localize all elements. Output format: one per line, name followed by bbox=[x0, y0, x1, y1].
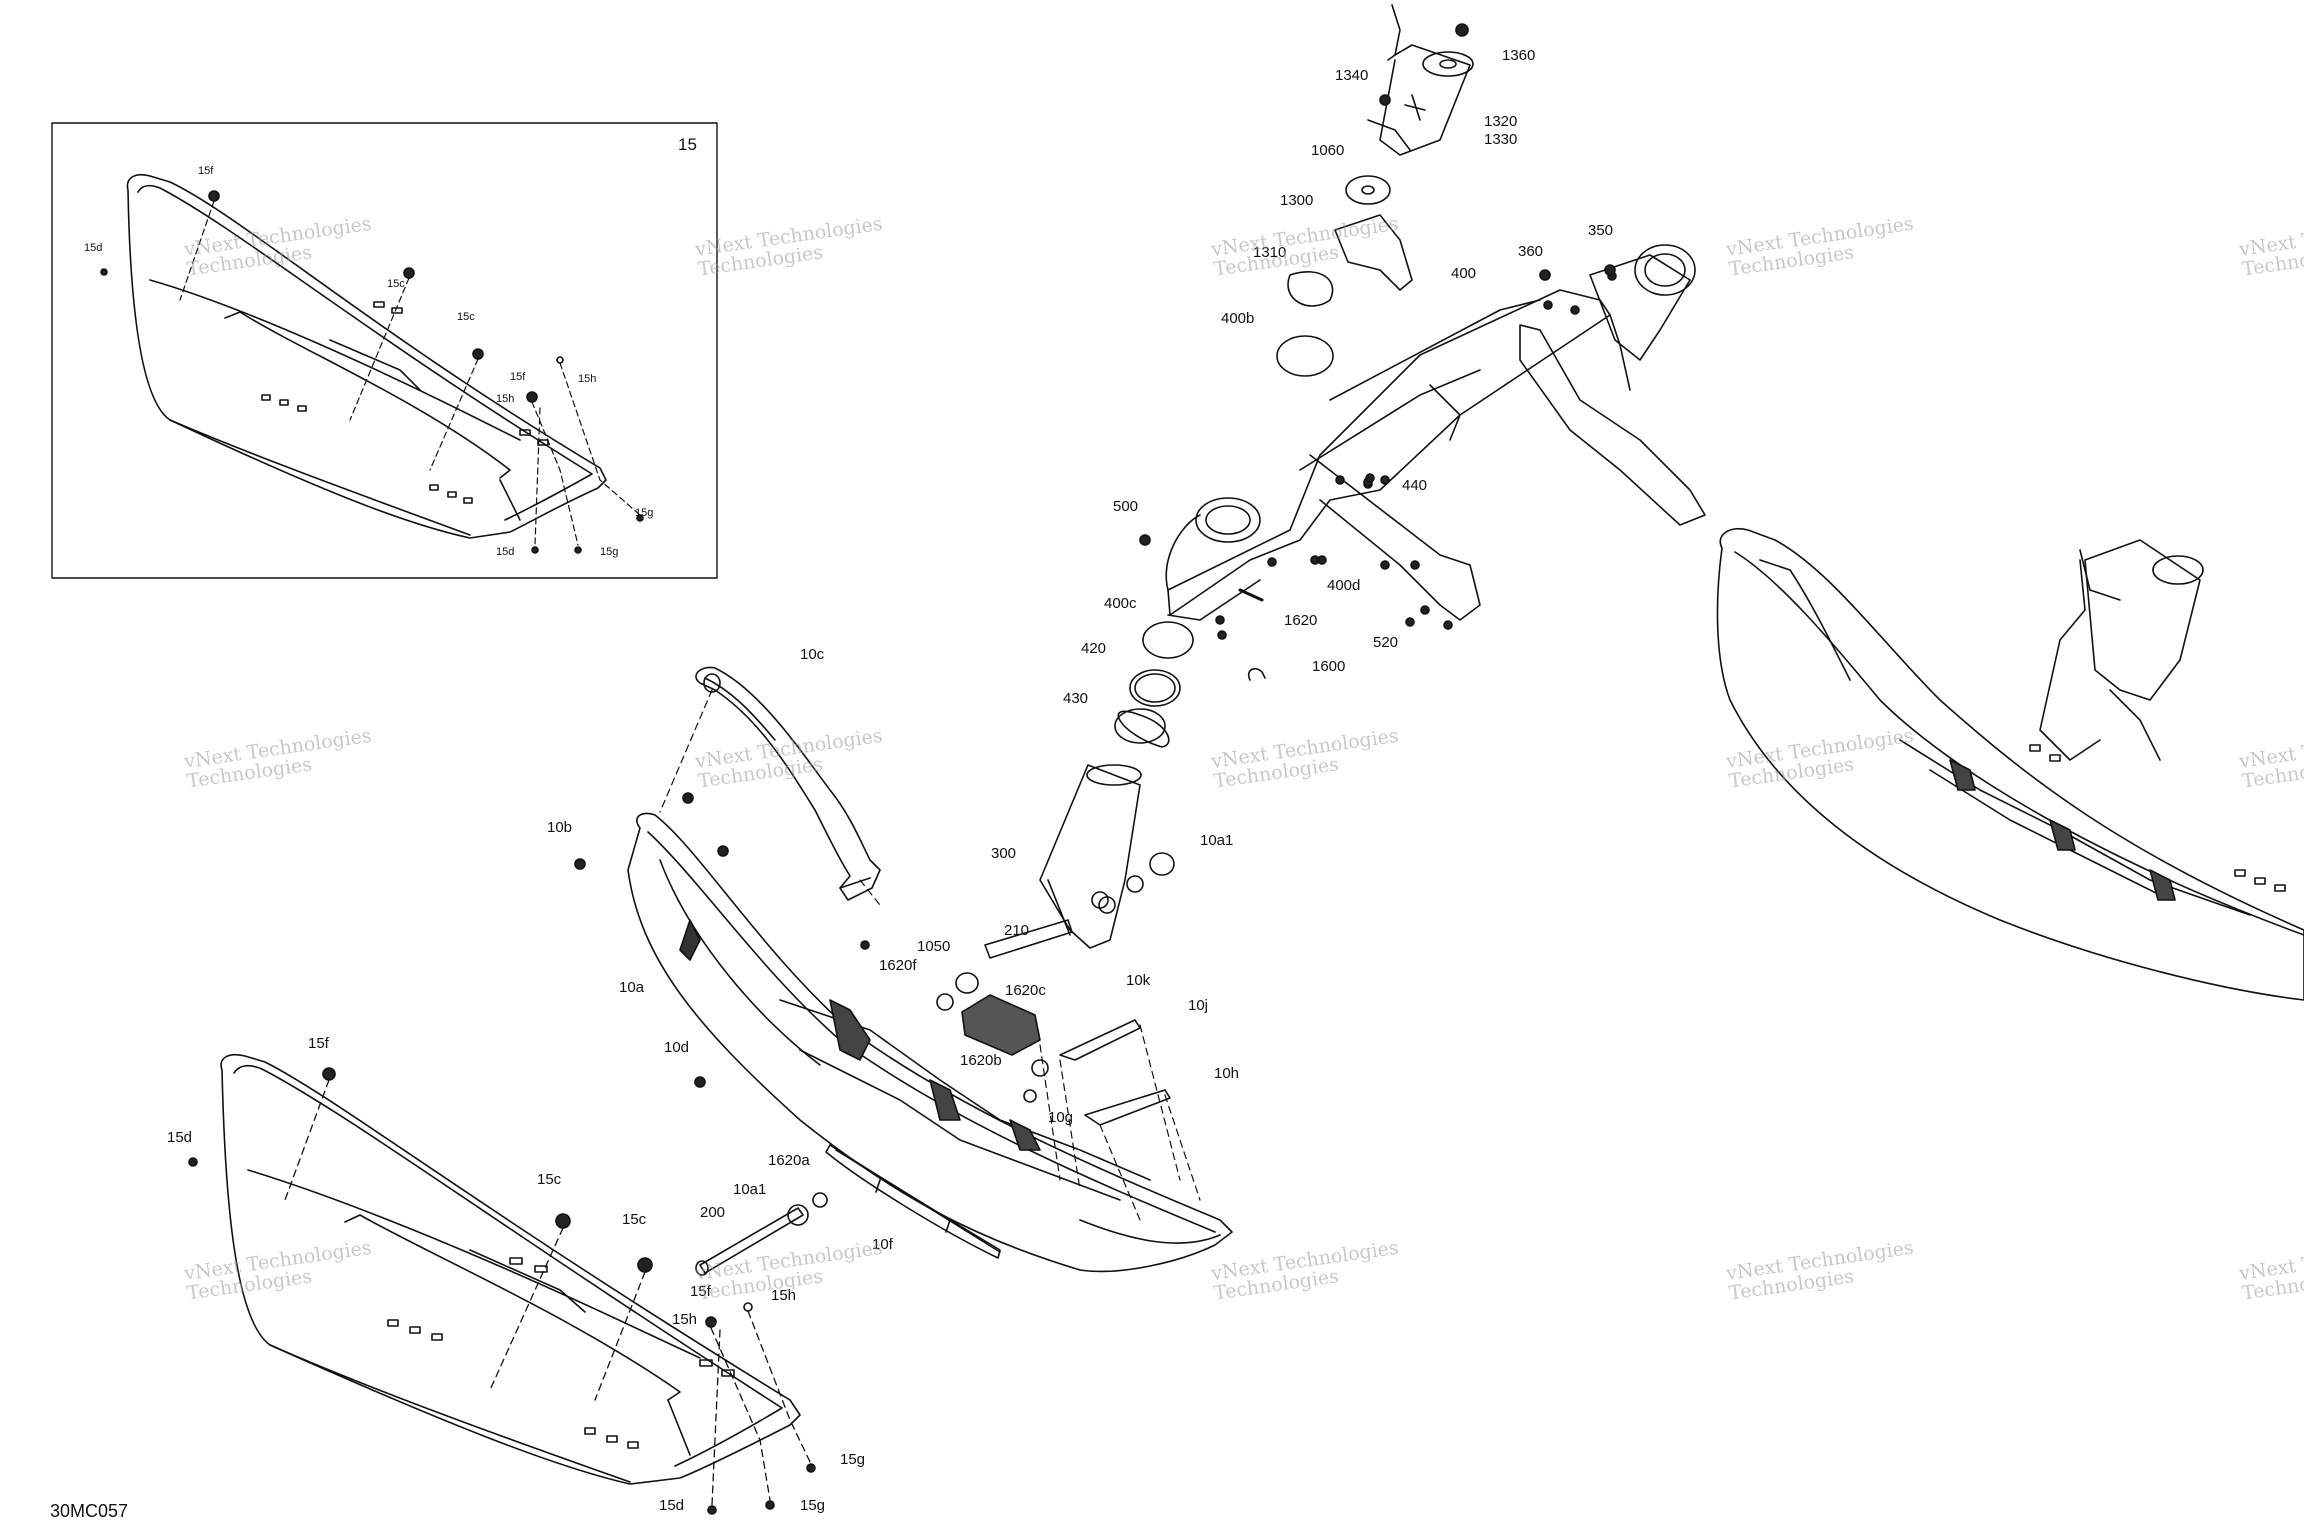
ski-leaders-lower bbox=[284, 1079, 812, 1506]
bolts-and-pins bbox=[574, 792, 1175, 1276]
inset-frame bbox=[51, 122, 718, 579]
inset-leaders bbox=[179, 200, 641, 546]
spindle-300 bbox=[1039, 764, 1142, 949]
shock-mount-stack bbox=[1287, 4, 1474, 307]
crossmember-fasteners bbox=[1140, 271, 1617, 640]
inset-ski bbox=[126, 174, 607, 539]
rings bbox=[1114, 335, 1334, 748]
ski-loop-10c bbox=[695, 666, 881, 901]
upper-fasteners bbox=[1139, 23, 1616, 615]
block-1620c bbox=[961, 994, 1041, 1056]
plates-10j-10h bbox=[1059, 1019, 1171, 1126]
runner-10f bbox=[825, 1144, 1001, 1259]
ski-assembled-right bbox=[1716, 528, 2304, 1001]
center-leaders bbox=[659, 689, 1201, 1221]
ski-assembly-lower bbox=[220, 1054, 801, 1485]
crossmember-400 bbox=[1165, 244, 1706, 621]
ski-fasteners-lower bbox=[188, 1067, 816, 1515]
clip-1600 bbox=[1238, 588, 1266, 681]
ski-10a bbox=[627, 812, 1233, 1273]
inset-fasteners bbox=[100, 190, 644, 554]
